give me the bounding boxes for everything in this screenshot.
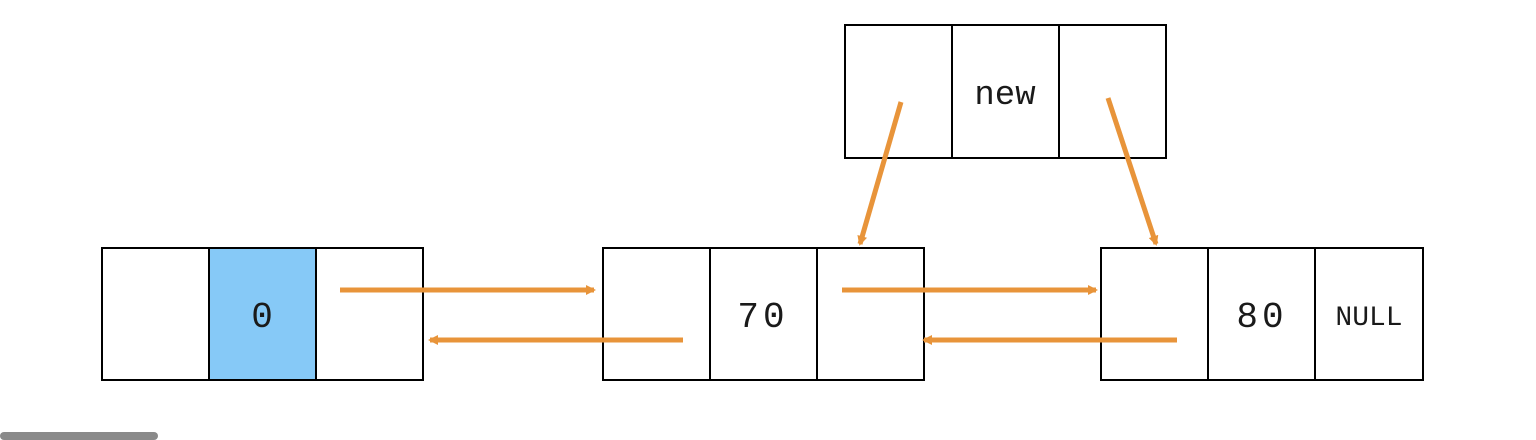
- node-80-next-null-label: NULL: [1335, 303, 1402, 334]
- node-80-prev-cell: [1100, 247, 1209, 381]
- node-70-value-cell: [709, 247, 818, 381]
- new-node: new: [844, 24, 1167, 159]
- horizontal-scrollbar[interactable]: [0, 432, 158, 440]
- arrow-new-prev-to-node-70: [857, 101, 904, 246]
- node-80-value-label: 80: [1236, 297, 1287, 338]
- head-node-prev-cell: [101, 247, 210, 381]
- new-node-prev-cell: [844, 24, 953, 159]
- node-80: 80 NULL: [1100, 247, 1424, 381]
- new-node-next-cell: [1058, 24, 1167, 159]
- new-node-value-cell: [951, 24, 1060, 159]
- node-70-value-label: 70: [737, 297, 788, 338]
- head-node-value-label: 0: [251, 297, 273, 338]
- head-node-value-cell: [208, 247, 317, 381]
- head-node: 0: [101, 247, 424, 381]
- node-70: 70: [602, 247, 925, 381]
- node-80-next-cell: [1314, 247, 1424, 381]
- pointer-arrows: [340, 97, 1177, 345]
- node-70-next-cell: [816, 247, 925, 381]
- arrow-new-next-to-node-80: [1105, 97, 1159, 246]
- node-80-value-cell: [1207, 247, 1316, 381]
- head-node-next-cell: [315, 247, 424, 381]
- new-node-value-label: new: [974, 77, 1036, 115]
- node-70-prev-cell: [602, 247, 711, 381]
